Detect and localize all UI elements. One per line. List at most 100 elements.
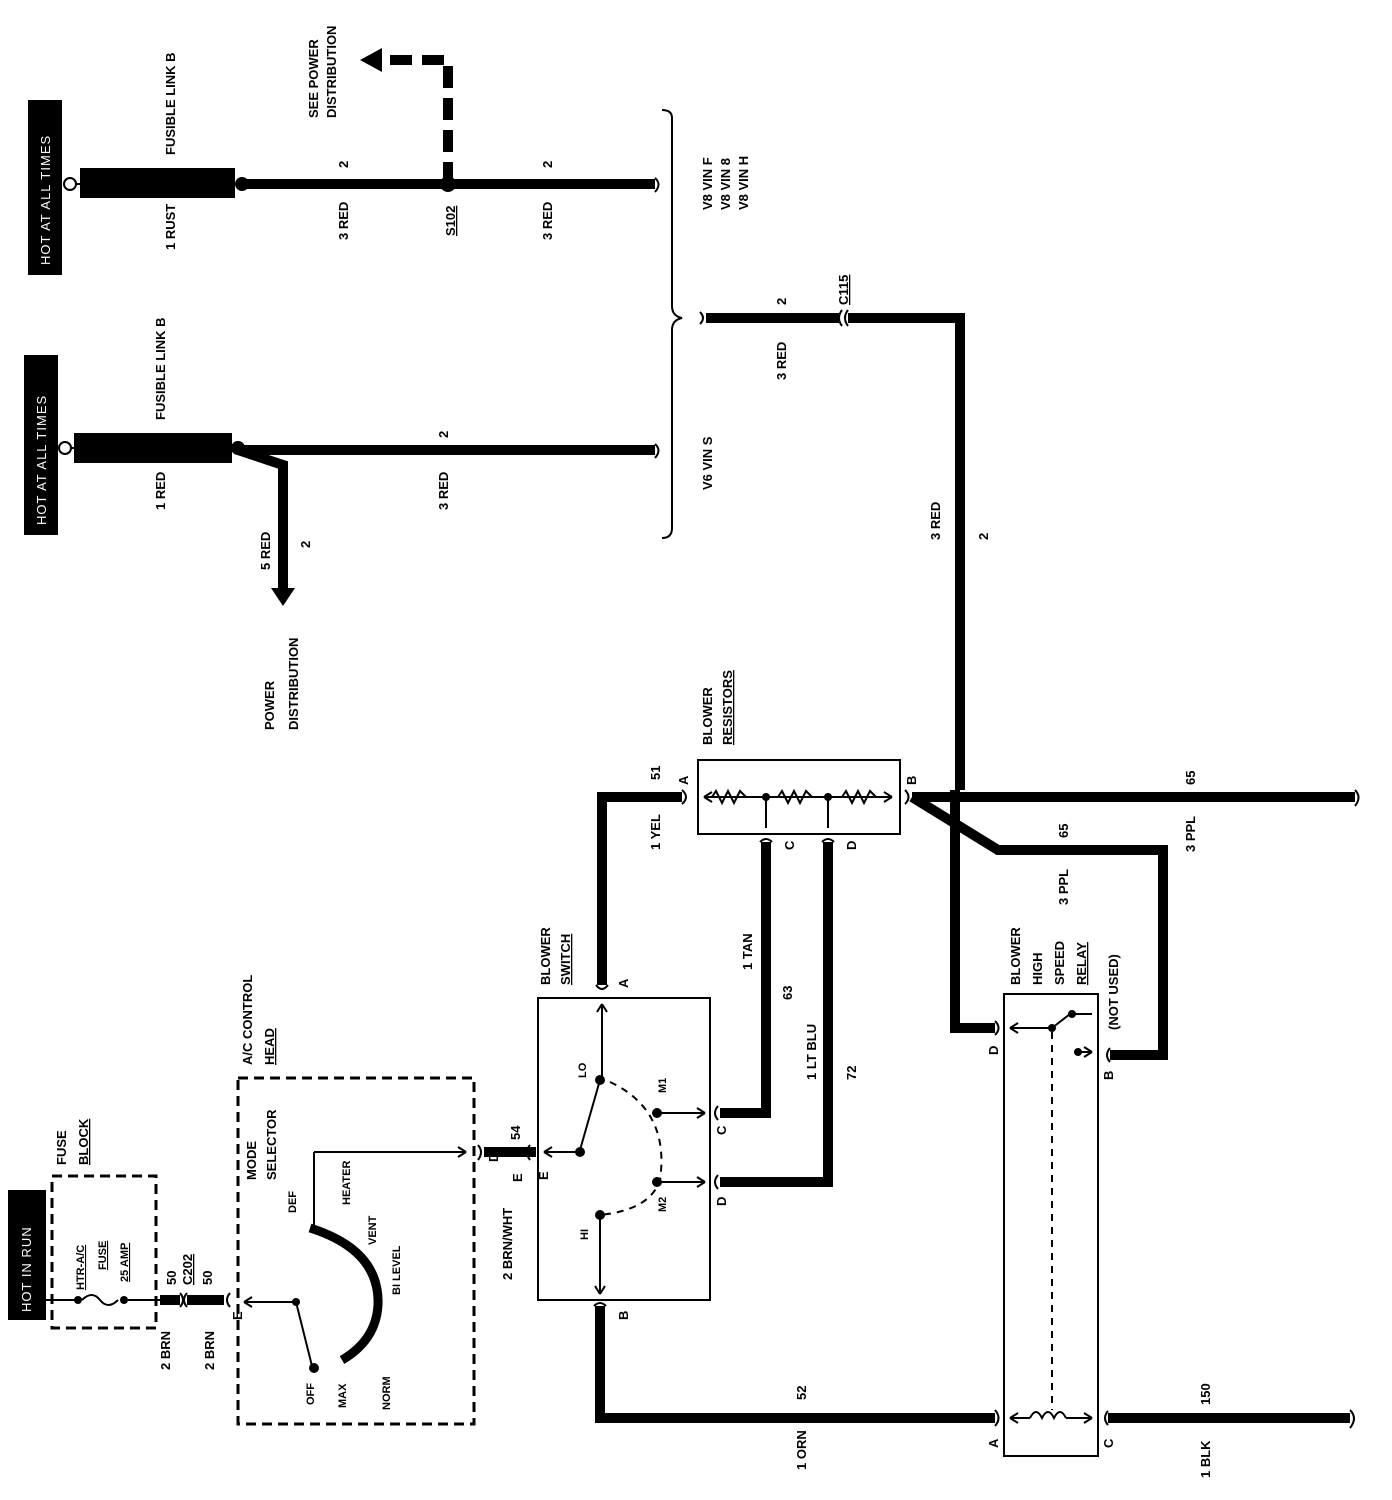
connector-ppl-right-end xyxy=(1354,789,1360,807)
blower-resistors-label-1: BLOWER xyxy=(700,687,715,745)
blower-switch-label-1: BLOWER xyxy=(538,927,553,985)
ac-control-head-box xyxy=(236,1076,476,1426)
ac-head-terminal-e: E xyxy=(510,1173,525,1182)
wire-3-red-label-a: 3 RED xyxy=(336,202,351,240)
blower-switch-label-2: SWITCH xyxy=(558,934,573,985)
wire-3-red-label-e: 3 RED xyxy=(436,472,451,510)
fuse-block-box xyxy=(50,1174,158,1330)
connector-blk-end xyxy=(1349,1409,1355,1429)
connector-switch-c xyxy=(714,1105,719,1121)
blower-switch-box xyxy=(537,997,711,1301)
blower-resistors-label-2: RESISTORS xyxy=(720,670,735,745)
wire-5-red-label: 5 RED xyxy=(258,532,273,570)
switch-terminal-b: B xyxy=(616,1311,631,1320)
connector-relay-a xyxy=(994,1409,1000,1427)
wire-see-power xyxy=(378,55,453,184)
connector-mid-end xyxy=(654,443,660,459)
circuit-2-label-f: 2 xyxy=(298,541,313,548)
v8-vin-8-label: V8 VIN 8 xyxy=(718,158,733,210)
switch-internals xyxy=(543,1003,706,1295)
resistor-network xyxy=(703,788,893,828)
selector-heater-label: HEATER xyxy=(341,1161,353,1205)
connector-resistor-d xyxy=(821,838,835,843)
selector-max-label: MAX xyxy=(337,1383,349,1408)
mode-selector-internals xyxy=(243,1146,467,1373)
connector-c202-a xyxy=(179,1292,184,1308)
circuit-54-label: 54 xyxy=(508,1125,523,1140)
ac-head-terminal-d: D xyxy=(486,1153,501,1162)
selector-vent-label: VENT xyxy=(367,1215,379,1245)
selector-norm-label: NORM xyxy=(381,1376,393,1410)
relay-terminal-d: D xyxy=(986,1046,1001,1055)
relay-label-3: SPEED xyxy=(1052,941,1067,985)
circuit-65-label-b: 65 xyxy=(1056,824,1071,838)
selector-off-label: OFF xyxy=(305,1383,317,1405)
resistor-terminal-c: C xyxy=(782,840,797,850)
wire-1-yel xyxy=(597,792,682,985)
wire-1-lt-blu xyxy=(720,842,833,1187)
resistor-terminal-d: D xyxy=(844,841,859,850)
relay-terminal-a: A xyxy=(986,1438,1001,1448)
wire-1-yel-label: 1 YEL xyxy=(648,814,663,850)
ac-control-head-label-2: HEAD xyxy=(262,1028,277,1065)
relay-terminal-b: B xyxy=(1101,1071,1116,1080)
relay-terminal-c: C xyxy=(1101,1438,1116,1448)
hot-at-all-times-top: HOT AT ALL TIMES xyxy=(28,100,62,275)
selector-bilevel-label: BI LEVEL xyxy=(391,1245,403,1295)
wire-1-tan xyxy=(720,842,771,1118)
circuit-52-label: 52 xyxy=(794,1386,809,1400)
circuit-72-label: 72 xyxy=(844,1066,859,1080)
relay-label-4: RELAY xyxy=(1074,942,1089,985)
relay-internals xyxy=(1009,1010,1093,1424)
c202-label: C202 xyxy=(180,1254,195,1285)
wire-3-ppl-relay xyxy=(909,792,1168,1060)
connector-switch-a xyxy=(595,984,609,990)
ac-control-head-label-1: A/C CONTROL xyxy=(240,975,255,1065)
mode-selector-label-1: MODE xyxy=(244,1141,259,1180)
wire-1-red-label: 1 RED xyxy=(153,472,168,510)
v6-vin-s-label: V6 VIN S xyxy=(700,436,715,490)
fusible-link-top xyxy=(63,168,249,198)
ac-head-terminal-e-lower: E xyxy=(230,1311,245,1320)
circuit-50-label-a: 50 xyxy=(164,1271,179,1285)
circuit-50-label-b: 50 xyxy=(200,1271,215,1285)
connector-relay-d xyxy=(994,1020,1000,1036)
fuse-block-label-1: FUSE xyxy=(54,1130,69,1165)
wire-3-red-to-relay xyxy=(950,790,995,1033)
connector-switch-d xyxy=(714,1174,719,1190)
splice-label: S102 xyxy=(443,206,458,236)
wire-1-orn-label: 1 ORN xyxy=(794,1430,809,1470)
wire-1-tan-label: 1 TAN xyxy=(740,933,755,970)
connector-resistor-b xyxy=(904,789,910,805)
connector-c115-a xyxy=(838,309,843,327)
wire-3-ppl-label-a: 3 PPL xyxy=(1183,816,1198,852)
connector-resistor-c xyxy=(759,838,773,843)
selector-def-label: DEF xyxy=(287,1191,299,1213)
fuse-block-label-2: BLOCK xyxy=(76,1118,91,1165)
arrow-power-distribution xyxy=(271,588,295,606)
wire-5-red xyxy=(236,445,288,590)
switch-terminal-a: A xyxy=(616,978,631,988)
connector-brnwht-b xyxy=(526,1144,531,1161)
fuse-label-3: 25 AMP xyxy=(119,1243,131,1282)
connector-resistor-a xyxy=(681,789,687,805)
hot-at-all-times-mid: HOT AT ALL TIMES xyxy=(24,355,58,535)
wire-1-lt-blu-label: 1 LT BLU xyxy=(804,1024,819,1080)
fuse-element xyxy=(46,1294,160,1306)
hot-at-all-times-label-top: HOT AT ALL TIMES xyxy=(38,135,53,265)
wire-3-ppl-label-b: 3 PPL xyxy=(1056,869,1071,905)
switch-terminal-d: D xyxy=(714,1197,729,1206)
circuit-2-label-d: 2 xyxy=(976,533,991,540)
see-power-label-1: SEE POWER xyxy=(306,39,321,118)
connector-ac-head-e xyxy=(226,1292,231,1308)
connector-c115-left xyxy=(699,311,704,325)
hot-in-run-tag xyxy=(8,1190,46,1320)
fusible-link-mid-label: FUSIBLE LINK B xyxy=(153,317,168,420)
resistor-terminal-a: A xyxy=(676,775,691,785)
resistor-terminal-b: B xyxy=(904,776,919,785)
circuit-51-label: 51 xyxy=(648,766,663,780)
relay-label-2: HIGH xyxy=(1030,953,1045,986)
power-distribution-label-2: DISTRIBUTION xyxy=(286,638,301,730)
v8-vin-f-label: V8 VIN F xyxy=(700,157,715,210)
